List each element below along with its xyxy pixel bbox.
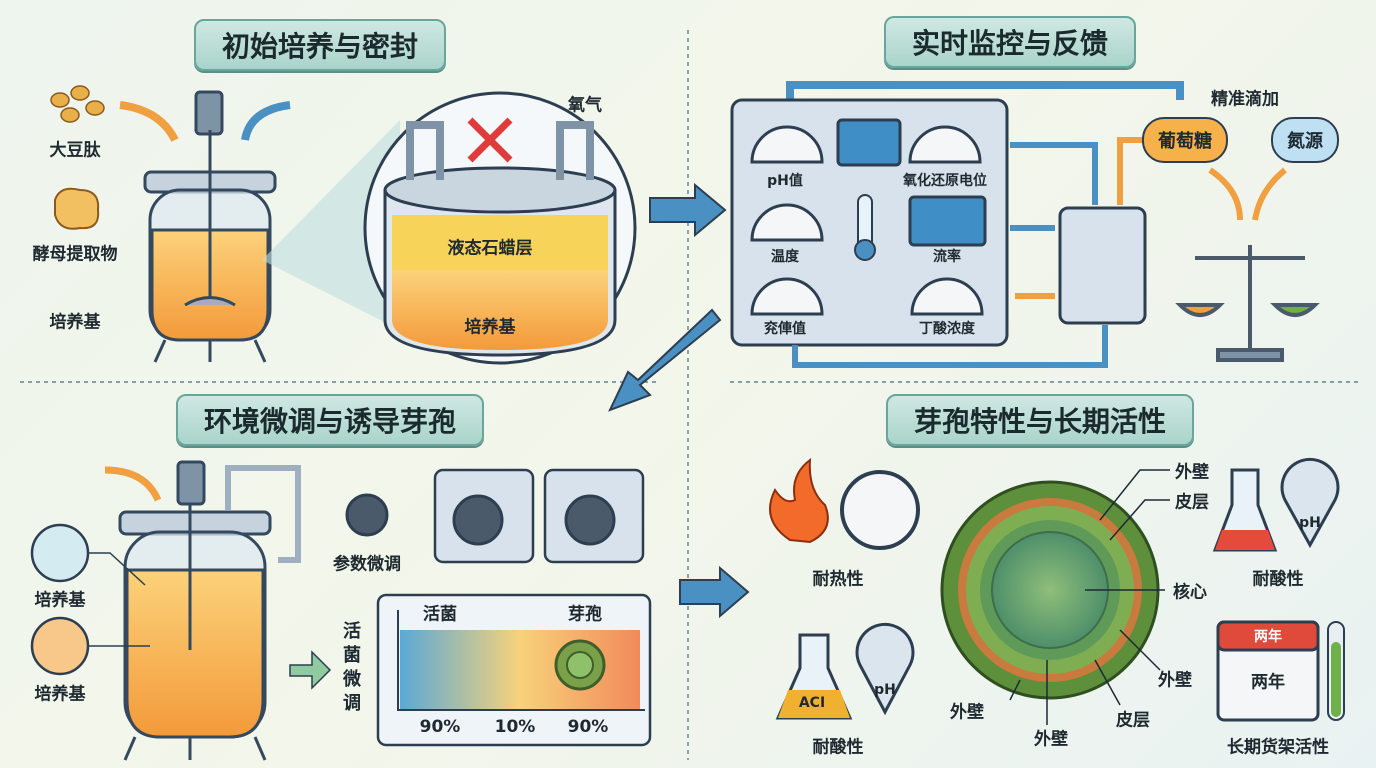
soy-peptide-icon [50,85,105,123]
layer-outer-1: 外壁 [1175,462,1209,483]
label-medium-inner: 培养基 [464,317,516,338]
gauge-label-flow-rate: 流率 [933,249,961,265]
arrow-down-left [608,308,722,412]
title-monitoring: 实时监控与反馈 [883,16,1137,68]
calendar-header: 两年 [1254,629,1282,645]
ph-label-a: pH [1299,515,1321,531]
layer-outer-2: 外壁 [1158,670,1192,691]
ph-label-b: pH [874,682,896,698]
pill-glucose: 葡萄糖 [1142,117,1228,163]
fermenter-q3 [118,460,301,761]
title-environment-tuning: 环境微调与诱导芽孢 [175,394,485,446]
magnified-view [363,91,637,365]
label-soy-peptide: 大豆肽 [49,140,101,161]
title-initial-culture: 初始培养与密封 [193,19,447,71]
gauge-label-value: 兖俥值 [764,321,806,337]
label-acid-resistance-a: 耐酸性 [812,737,864,758]
label-yeast-extract: 酵母提取物 [32,244,118,265]
calendar-body: 两年 [1251,672,1285,693]
label-param-tuning: 参数微调 [333,554,401,575]
yeast-extract-icon [54,187,100,230]
divider-lines [20,30,1360,760]
spore-cross-section [940,480,1160,700]
ph-gauge-icon [1280,457,1340,549]
layer-core: 核心 [1173,582,1207,603]
layer-outer-3: 外壁 [950,702,984,723]
arrow-right-q1 [649,182,727,238]
layer-outer-4: 外壁 [1034,729,1068,750]
controller-box [1058,206,1147,325]
arrow-right-q3 [679,565,750,619]
label-acid-resistance-b: 耐酸性 [1252,569,1304,590]
gauge-label-ph: pH值 [767,173,803,189]
label-heat-resistance: 耐热性 [812,569,864,590]
chart-pct-3: 90% [567,717,609,737]
chart-label-live: 活菌 [423,604,457,625]
balance-scale-icon [1175,245,1320,362]
label-medium-b: 培养基 [34,684,86,705]
label-shelf-life: 长期货架活性 [1227,737,1329,758]
title-spore-properties: 芽孢特性与长期活性 [885,394,1195,446]
flame-icon [769,457,829,544]
label-paraffin-layer: 液态石蜡层 [447,238,533,259]
layer-cortex-1: 皮层 [1175,492,1209,513]
bacteria-circle-blue [30,523,90,583]
chart-pct-2: 10% [494,717,536,737]
chart-pct-1: 90% [419,717,461,737]
label-live-tuning: 活菌微调 [343,621,361,714]
label-oxygen: 氧气 [568,95,602,116]
label-medium-a: 培养基 [34,590,86,611]
gauge-label-temperature: 温度 [771,249,799,265]
gauges [750,125,984,316]
knob-icon [345,493,389,537]
thermometer-gauge-icon [840,470,920,550]
layer-cortex-2: 皮层 [1116,710,1150,731]
label-medium: 培养基 [49,312,101,333]
flask-label-acid: ACI [798,695,826,711]
gauge-label-butyrate: 丁酸浓度 [919,321,975,337]
bacteria-circle-orange [30,616,90,676]
pill-nitrogen: 氮源 [1271,117,1339,163]
ph-gauge-icon-2 [855,622,915,716]
chart-label-spore: 芽孢 [568,604,602,625]
fermenter-q1 [143,90,277,363]
label-precise-dosing: 精准滴加 [1211,89,1279,110]
gauge-label-orp: 氧化还原电位 [903,173,987,189]
